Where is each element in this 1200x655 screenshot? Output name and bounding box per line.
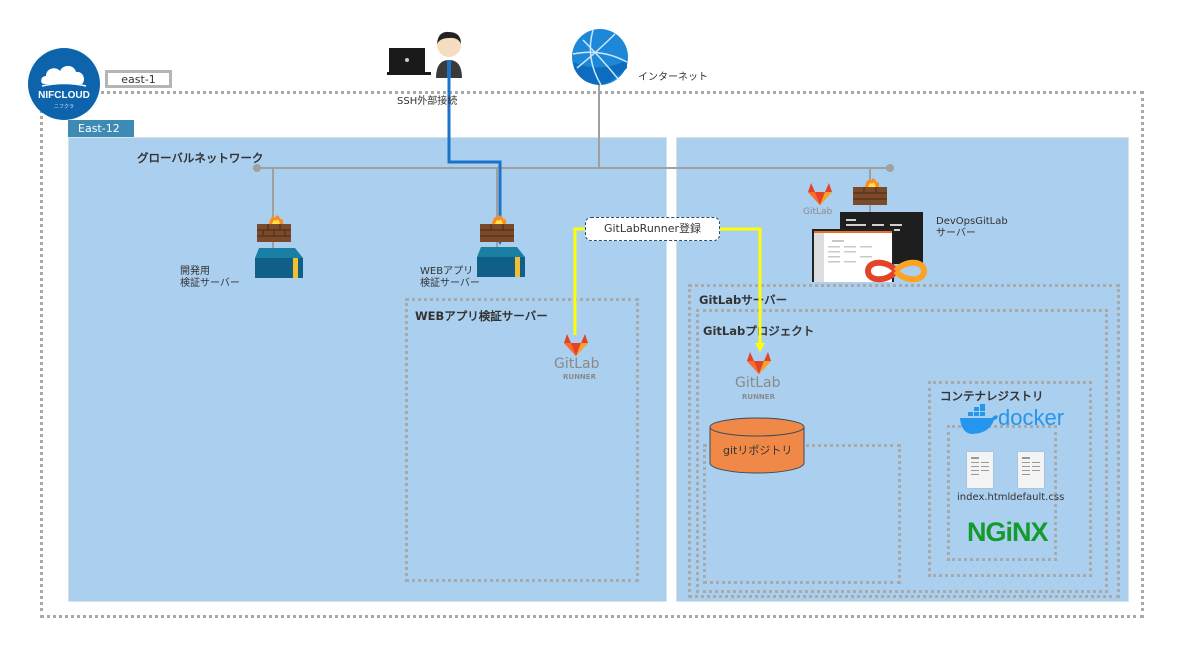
firewall-icon — [480, 212, 514, 242]
firewall-icon — [257, 212, 291, 242]
devops-infinity-icon — [862, 256, 930, 286]
nifcloud-logo: NIFCLOUD ニフクラ — [28, 48, 100, 120]
nginx-logo: NGiNX — [967, 517, 1049, 547]
docker-text: docker — [998, 405, 1065, 430]
runner-arrow — [755, 343, 765, 352]
gitlab-server-title: GitLabサーバー — [699, 293, 788, 307]
right-runner-sub: RUNNER — [742, 393, 775, 401]
web-app-server-box-title: WEBアプリ検証サーバー — [415, 309, 548, 323]
logo-sub: ニフクラ — [53, 104, 74, 110]
region-label-text: east-1 — [121, 73, 156, 86]
container-image-box — [947, 425, 1057, 561]
region-label: east-1 — [105, 70, 172, 88]
devops-monitor-icon — [812, 229, 894, 282]
right-runner-title: GitLab — [735, 375, 781, 391]
git-repository-icon — [709, 417, 805, 474]
web-server-label-1: WEBアプリ — [420, 266, 474, 277]
internet-globe-icon — [571, 28, 629, 86]
bus-end-right — [886, 164, 894, 172]
devops-server-label-1: DevOpsGitLab — [936, 216, 1008, 227]
web-app-server-box — [405, 298, 639, 582]
left-zone-panel — [68, 137, 667, 602]
container-registry-box — [928, 381, 1092, 577]
git-repository-label: gitリポジトリ — [723, 444, 793, 457]
gitlab-fox-icon — [564, 334, 588, 356]
runner-registration-text: GitLabRunner登録 — [603, 222, 702, 235]
user-avatar-icon — [432, 30, 466, 78]
bus-end-left — [253, 164, 261, 172]
file-icon — [967, 452, 993, 488]
global-network-label: グローバルネットワーク — [137, 151, 264, 165]
cloud-icon — [41, 65, 87, 87]
gitlab-server-box — [688, 284, 1120, 598]
zone-tab-text: East-12 — [78, 122, 120, 135]
left-runner-sub: RUNNER — [563, 373, 596, 381]
web-server-label-2: 検証サーバー — [420, 278, 480, 289]
dev-server-label-1: 開発用 — [180, 266, 210, 277]
runner-registration-line — [573, 227, 762, 345]
gitlab-logo-icon — [808, 183, 832, 205]
ssh-label: SSH外部接続 — [397, 96, 458, 107]
ssh-line — [447, 60, 502, 238]
gitlab-logo-text: GitLab — [803, 207, 833, 217]
container-registry-title: コンテナレジストリ — [940, 389, 1044, 403]
web-server-icon — [477, 247, 525, 277]
laptop-icon — [387, 48, 431, 76]
firewall-icon — [853, 175, 887, 205]
runner-registration-label: GitLabRunner登録 — [585, 217, 720, 241]
region-boundary — [40, 91, 1144, 618]
internet-label: インターネット — [638, 72, 708, 83]
left-runner-title: GitLab — [554, 356, 600, 372]
docker-whale-icon — [959, 404, 999, 436]
gitlab-project-box — [696, 309, 1108, 593]
dev-server-icon — [255, 248, 303, 278]
file-name-css: default.css — [1010, 492, 1065, 503]
dev-server-label-2: 検証サーバー — [180, 278, 240, 289]
file-icon — [1018, 452, 1044, 488]
devops-server-label-2: サーバー — [936, 228, 976, 239]
file-name-index: index.html — [957, 492, 1011, 503]
zone-tab: East-12 — [68, 120, 134, 137]
logo-name: NIFCLOUD — [38, 90, 90, 101]
gitlab-fox-icon — [747, 352, 771, 374]
